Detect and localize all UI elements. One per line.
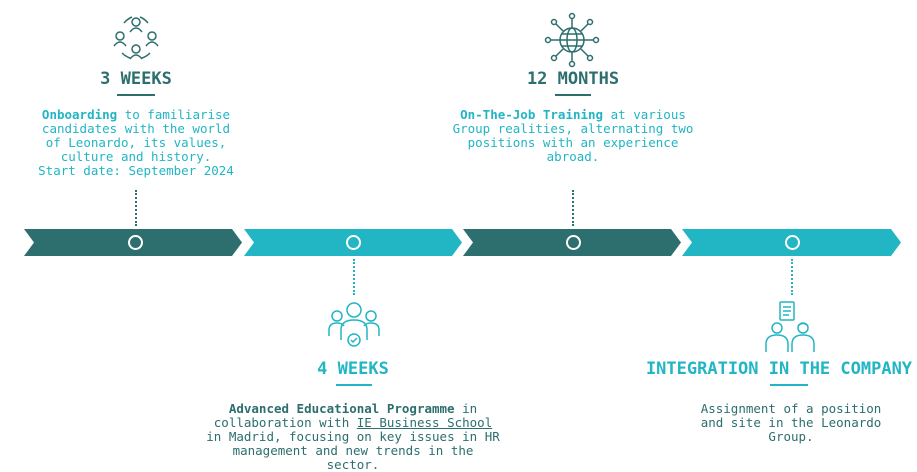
stage2-highlight: Advanced Educational Programme [228, 401, 455, 416]
timeline-marker-3 [566, 235, 581, 250]
stage1-connector [135, 190, 139, 226]
stage3-description: On-The-Job Training at various Group rea… [448, 108, 698, 164]
ie-business-school-link[interactable]: IE Business School [356, 415, 493, 430]
people-network-icon [108, 13, 164, 63]
people-document-icon [764, 300, 818, 356]
stage4-title: INTEGRATION IN THE COMPANY [645, 359, 913, 379]
timeline-marker-4 [785, 235, 800, 250]
stage3-text: at various Group realities, alternating … [452, 107, 694, 164]
stage4-description: Assignment of a position and site in the… [698, 402, 884, 444]
group-check-icon [327, 300, 381, 350]
stage2-title: 4 WEEKS [317, 359, 389, 379]
timeline-marker-2 [346, 235, 361, 250]
stage1-description: Onboarding to familiarise candidates wit… [32, 108, 240, 178]
globe-network-icon [544, 12, 600, 68]
stage4-text: Assignment of a position and site in the… [700, 401, 882, 444]
stage1-text: to familiarise candidates with the world… [41, 107, 231, 164]
stage1-start-date: Start date: September 2024 [38, 163, 234, 178]
stage3-highlight: On-The-Job Training [460, 107, 604, 122]
stage1-underline [117, 94, 155, 96]
stage2-text-a: in collaboration with [213, 401, 478, 430]
stage1-title: 3 WEEKS [100, 69, 172, 89]
timeline-marker-1 [128, 235, 143, 250]
stage3-title: 12 MONTHS [526, 69, 620, 89]
stage2-underline [336, 384, 372, 386]
stage3-connector [572, 190, 576, 226]
stage2-connector [353, 259, 357, 295]
stage1-highlight: Onboarding [41, 107, 118, 122]
stage4-connector [791, 259, 795, 295]
stage2-description: Advanced Educational Programme in collab… [203, 402, 503, 472]
stage2-text-b: in Madrid, focusing on key issues in HR … [206, 429, 500, 472]
stage4-underline [770, 384, 808, 386]
stage3-underline [555, 94, 591, 96]
